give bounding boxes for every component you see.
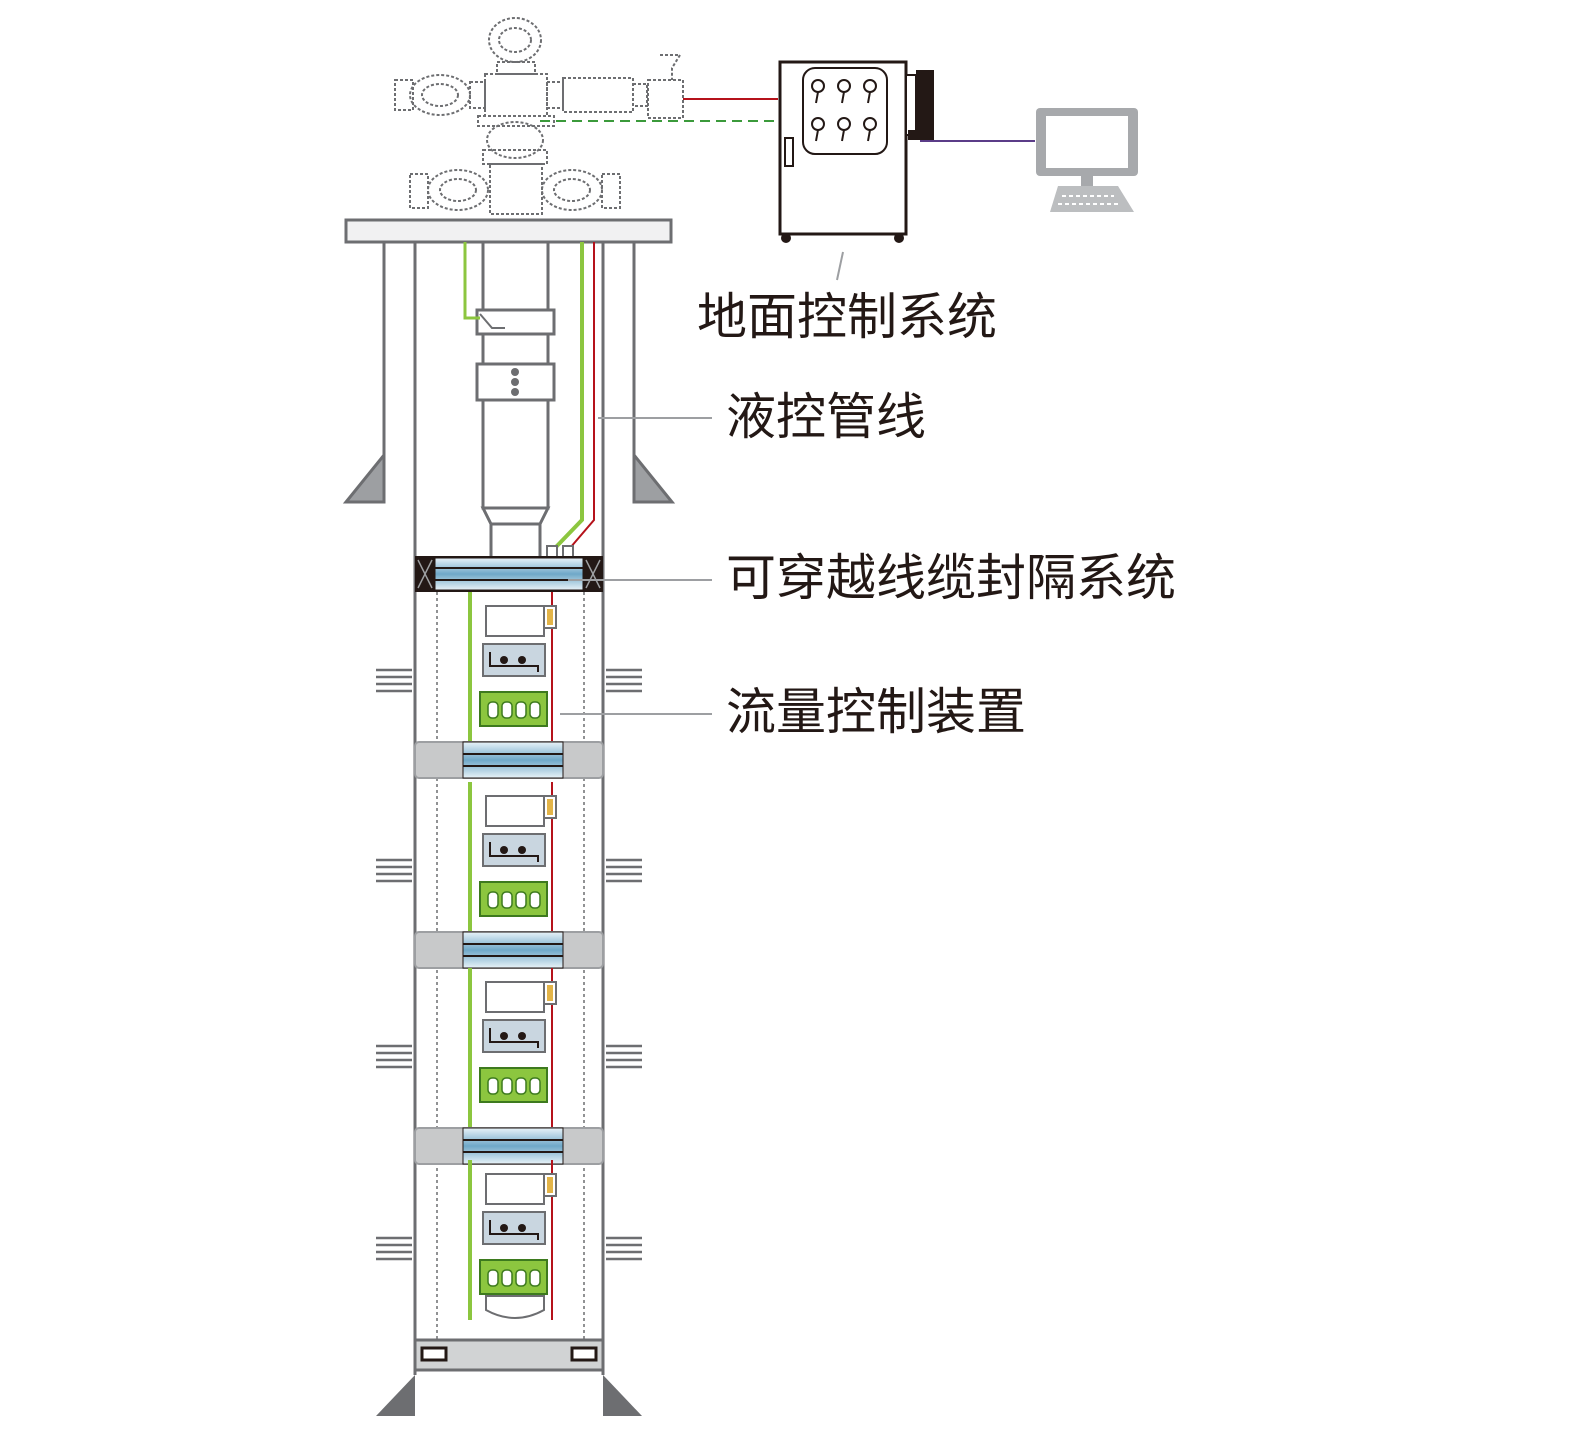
zone-3-valve-body — [482, 1019, 546, 1053]
platform-deck — [344, 218, 673, 244]
zone-3-port-2 — [501, 1077, 513, 1095]
hydraulic-line-upper-right — [553, 242, 584, 550]
safety-valve-arm — [479, 313, 505, 329]
zone-1-packer-element — [462, 741, 564, 779]
zone-2-port-1 — [487, 891, 499, 909]
zone-4-valve-trace — [489, 1220, 539, 1240]
zone-2-valve-trace — [489, 842, 539, 862]
hydraulic-line-upper — [463, 242, 480, 320]
christmas-tree-wellhead-icon — [394, 17, 684, 215]
zone-1-valve-trace — [489, 652, 539, 672]
zone-2-port-4 — [529, 891, 541, 909]
conductor-supports — [342, 242, 676, 504]
zone-1-port-3 — [515, 701, 527, 719]
zone-1-tubing-joint — [485, 605, 545, 637]
upper-tubing — [475, 242, 556, 560]
zone-4-tubing-tip — [485, 1295, 545, 1319]
zone-2-port-2 — [501, 891, 513, 909]
zone-3-valve-trace — [489, 1028, 539, 1048]
zone-3-tubing-joint — [485, 981, 545, 1013]
zone-4-port-2 — [501, 1269, 513, 1287]
label-flow-control-device: 流量控制装置 — [726, 683, 1026, 741]
casing — [413, 242, 605, 1375]
zone-2-packer-element — [462, 931, 564, 969]
zone-2-valve-dot-2 — [518, 846, 526, 854]
zone-1-port-1 — [487, 701, 499, 719]
zone-4-sensor-core — [547, 1177, 553, 1193]
zone-3-port-3 — [515, 1077, 527, 1095]
leader-lines — [560, 251, 844, 715]
zone-2-valve-body — [482, 833, 546, 867]
zone-3-port-1 — [487, 1077, 499, 1095]
top-packer — [415, 556, 603, 592]
zone-1-valve-dot-2 — [518, 656, 526, 664]
zone-4-valve-body — [482, 1211, 546, 1245]
zone-3-sensor-core — [547, 985, 553, 1001]
zone-2-sensor-core — [547, 799, 553, 815]
zone-4-port-4 — [529, 1269, 541, 1287]
zone-4-valve-dot-1 — [500, 1224, 508, 1232]
zone-4-tubing-joint — [485, 1173, 545, 1205]
zone-3-valve-dot-1 — [500, 1032, 508, 1040]
zone-3-port-4 — [529, 1077, 541, 1095]
control-cabinet-icon — [778, 60, 934, 243]
zone-1-valve-dot-1 — [500, 656, 508, 664]
zone-4-port-3 — [515, 1269, 527, 1287]
zone-1-sensor-core — [547, 609, 553, 625]
label-cable-penetrating-packer: 可穿越线缆封隔系统 — [726, 549, 1176, 607]
zone-3-packer-element — [462, 1127, 564, 1165]
bottom-plug — [376, 1338, 642, 1416]
zone-4-port-1 — [487, 1269, 499, 1287]
zone-1-valve-body — [482, 643, 546, 677]
electric-line-upper — [569, 242, 595, 549]
zone-4-valve-dot-2 — [518, 1224, 526, 1232]
label-surface-control-system: 地面控制系统 — [697, 288, 997, 346]
computer-monitor-icon — [1036, 108, 1138, 212]
zone-2-tubing-joint — [485, 795, 545, 827]
zone-2-port-3 — [515, 891, 527, 909]
zone-2-valve-dot-1 — [500, 846, 508, 854]
zone-1-port-2 — [501, 701, 513, 719]
label-hydraulic-control-line: 液控管线 — [726, 388, 926, 446]
zone-3-valve-dot-2 — [518, 1032, 526, 1040]
zone-1-port-4 — [529, 701, 541, 719]
